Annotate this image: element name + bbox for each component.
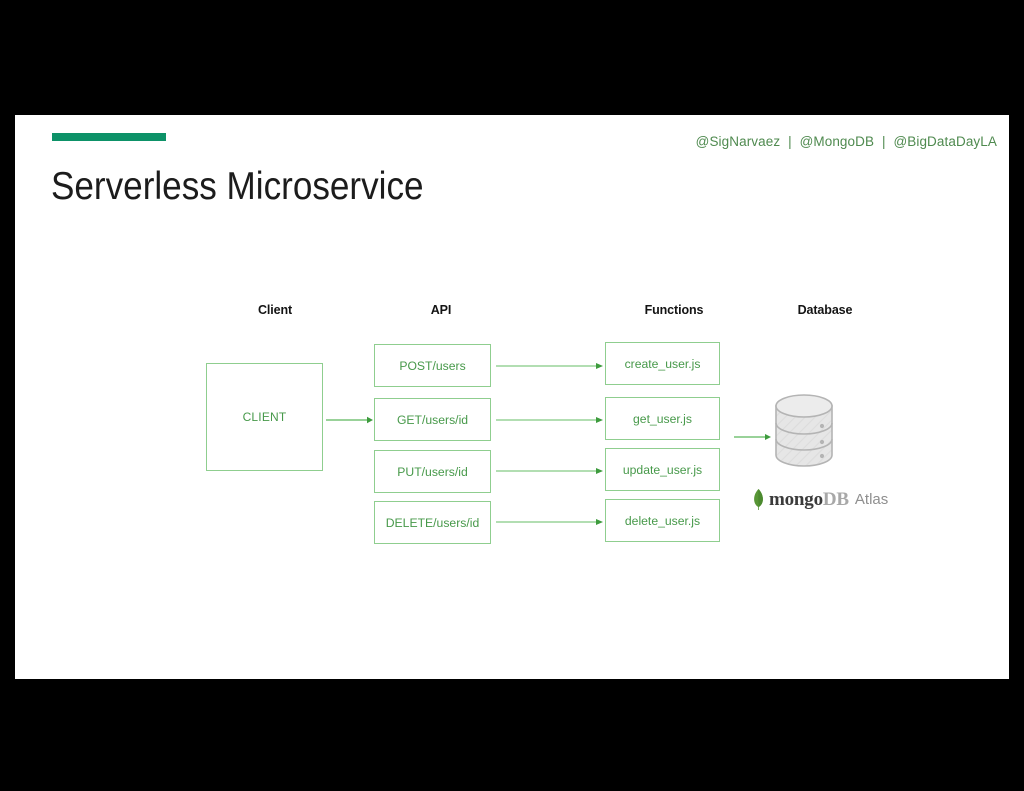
api-node-post-users[interactable]: POST/users — [374, 344, 491, 387]
function-node-get-user[interactable]: get_user.js — [605, 397, 720, 440]
client-node[interactable]: CLIENT — [206, 363, 323, 471]
arrow-get-to-get — [496, 415, 604, 425]
arrow-put-to-update — [496, 466, 604, 476]
handle-mongodb: @MongoDB — [799, 134, 875, 149]
api-node-label: DELETE/users/id — [385, 515, 480, 530]
arrow-functions-to-database — [734, 432, 772, 442]
api-node-get-users-id[interactable]: GET/users/id — [374, 398, 491, 441]
page-title: Serverless Microservice — [51, 165, 424, 208]
function-node-delete-user[interactable]: delete_user.js — [605, 499, 720, 542]
column-header-database: Database — [797, 303, 853, 317]
client-node-label: CLIENT — [242, 410, 287, 424]
arrow-post-to-create — [496, 361, 604, 371]
function-node-label: delete_user.js — [624, 513, 701, 528]
title-accent-bar — [52, 133, 166, 141]
column-header-client: Client — [257, 303, 293, 317]
api-node-label: GET/users/id — [396, 412, 469, 427]
architecture-diagram: Client API Functions Database CLIENT POS… — [15, 115, 1009, 679]
mongodb-leaf-icon — [754, 488, 763, 510]
function-node-update-user[interactable]: update_user.js — [605, 448, 720, 491]
database-cylinder-icon — [770, 392, 838, 472]
slide-canvas: @SigNarvaez | @MongoDB | @BigDataDayLA S… — [15, 115, 1009, 679]
handle-bigdatadayla: @BigDataDayLA — [893, 134, 997, 149]
arrow-delete-to-delete — [496, 517, 604, 527]
function-node-label: update_user.js — [622, 462, 703, 477]
column-header-api: API — [430, 303, 452, 317]
mongodb-wordmark-db: DB — [822, 488, 849, 510]
api-node-label: POST/users — [399, 358, 466, 373]
header-social-handles: @SigNarvaez | @MongoDB | @BigDataDayLA — [696, 134, 997, 149]
handle-separator-2: | — [881, 134, 886, 149]
api-node-put-users-id[interactable]: PUT/users/id — [374, 450, 491, 493]
function-node-label: create_user.js — [624, 356, 701, 371]
arrow-client-to-api — [326, 415, 374, 425]
handle-separator-1: | — [788, 134, 792, 149]
mongodb-wordmark: mongoDB — [769, 490, 849, 509]
mongodb-atlas-logo: mongoDB Atlas — [751, 488, 888, 510]
handle-signarvaez: @SigNarvaez — [695, 134, 781, 149]
function-node-label: get_user.js — [633, 411, 692, 426]
function-node-create-user[interactable]: create_user.js — [605, 342, 720, 385]
column-header-functions: Functions — [644, 303, 704, 317]
mongodb-wordmark-mongo: mongo — [769, 488, 823, 510]
api-node-label: PUT/users/id — [397, 464, 468, 479]
api-node-delete-users-id[interactable]: DELETE/users/id — [374, 501, 491, 544]
mongodb-atlas-product-name: Atlas — [854, 490, 889, 508]
